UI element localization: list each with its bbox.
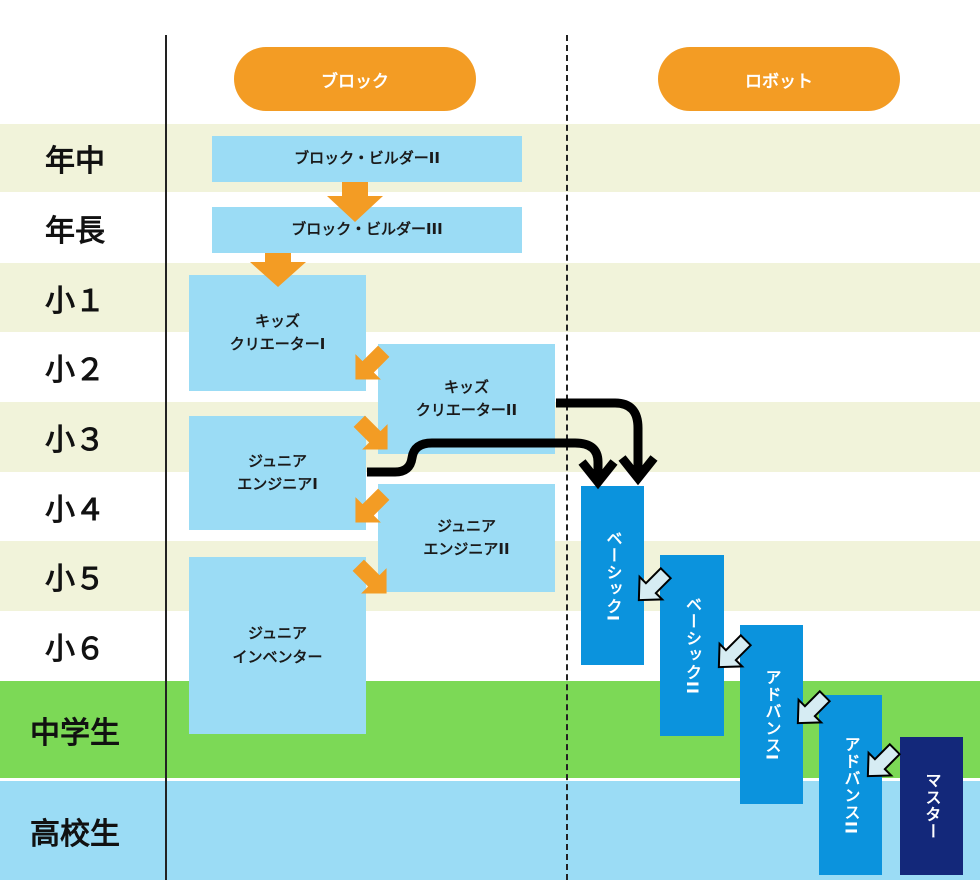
course-label-line2: クリエーターI (229, 335, 326, 353)
grade-sho1: 小１ (45, 283, 105, 319)
grade-sho6: 小６ (45, 632, 105, 667)
course-label: ベーシックII (683, 596, 702, 695)
course-kids-creator-2: キッズ クリエーターII (378, 344, 555, 454)
course-block-builder-3: ブロック・ビルダーIII (212, 207, 522, 253)
course-label-line1: キッズ (443, 377, 489, 396)
course-label-line2: エンジニアI (237, 475, 318, 493)
blue-diagonal-arrow-icon (866, 742, 902, 778)
black-arrowhead-icon (618, 455, 658, 486)
course-label-line1: ジュニア (437, 516, 496, 535)
course-junior-engineer-2: ジュニア エンジニアII (378, 484, 555, 592)
course-label: ブロック・ビルダーII (294, 149, 440, 168)
orange-down-arrow-icon (327, 182, 383, 222)
robot-column-header: ロボット (658, 47, 900, 111)
course-label: アドバンスI (762, 668, 782, 761)
black-connector-arrow (556, 398, 643, 472)
course-basic-1: ベーシックI (581, 486, 644, 665)
grade-high-school: 高校生 (30, 816, 120, 852)
orange-diagonal-arrow-icon (355, 345, 390, 380)
course-column-divider (566, 35, 568, 880)
grade-sho5: 小５ (45, 562, 105, 597)
orange-diagonal-arrow-icon (352, 559, 387, 594)
black-arrowhead-icon (578, 459, 618, 490)
course-label-line2: エンジニアII (423, 540, 510, 558)
blue-diagonal-arrow-icon (717, 633, 753, 669)
grade-sho4: 小４ (45, 492, 105, 528)
course-advance-2: アドバンスII (819, 695, 882, 875)
orange-down-arrow-icon (250, 253, 306, 287)
blue-diagonal-arrow-icon (796, 689, 832, 725)
blue-diagonal-arrow-icon (637, 566, 673, 602)
grade-column-divider (165, 35, 167, 880)
course-label: マスター (922, 772, 942, 840)
course-label-line2: インベンター (232, 647, 323, 666)
grade-nencho: 年長 (45, 214, 105, 249)
course-junior-inventor: ジュニア インベンター (189, 557, 366, 734)
course-label-line2: クリエーターII (415, 401, 518, 419)
course-junior-engineer-1: ジュニア エンジニアI (189, 416, 366, 530)
block-column-header: ブロック (234, 47, 476, 111)
band-high-school (0, 781, 980, 880)
course-label-line1: ジュニア (248, 624, 307, 643)
orange-diagonal-arrow-icon (353, 415, 388, 450)
course-kids-creator-1: キッズ クリエーターI (189, 275, 366, 391)
course-label: ベーシックI (603, 529, 623, 622)
course-label: アドバンスII (841, 735, 861, 835)
course-master: マスター (900, 737, 963, 875)
grade-junior-high: 中学生 (30, 715, 120, 751)
band-sho1 (0, 263, 980, 332)
course-label-line1: ジュニア (248, 451, 307, 470)
course-basic-2: ベーシックII (660, 555, 724, 736)
grade-nenchu: 年中 (45, 144, 105, 179)
course-block-builder-2: ブロック・ビルダーII (212, 136, 522, 182)
orange-diagonal-arrow-icon (355, 488, 390, 523)
grade-sho3: 小３ (45, 423, 105, 458)
black-connector-arrow (367, 438, 603, 477)
course-advance-1: アドバンスI (740, 625, 803, 804)
course-label: ブロック・ビルダーIII (291, 220, 443, 239)
course-label-line1: キッズ (254, 311, 300, 330)
grade-sho2: 小２ (45, 353, 105, 388)
